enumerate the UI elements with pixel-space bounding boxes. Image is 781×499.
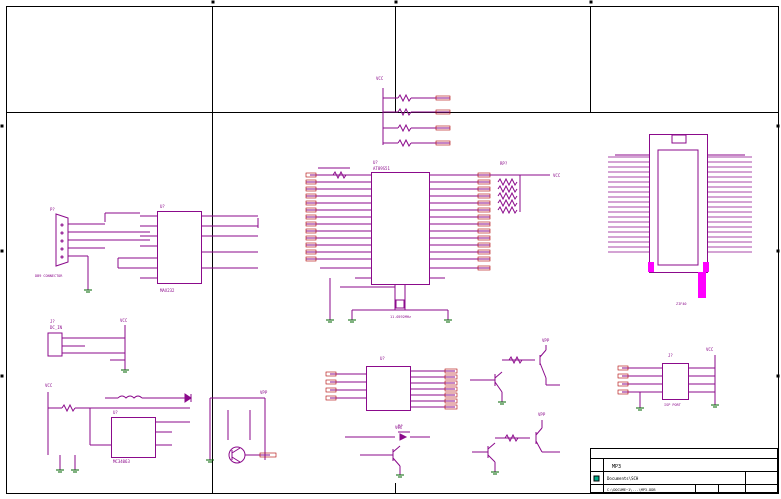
title-block	[590, 448, 778, 493]
mcu-name: AT89S51	[373, 166, 390, 171]
isp-name: ISP PORT	[664, 403, 682, 407]
dc-vcc-label: VCC	[120, 318, 128, 323]
mcu-ref: U?	[373, 160, 378, 165]
buffer-ref: U?	[380, 356, 385, 361]
led-ref: D?	[398, 424, 403, 429]
dc-jack-name: DC_IN	[50, 325, 63, 330]
mcu-left-net-labels	[305, 172, 317, 262]
resistor-pack	[490, 174, 550, 215]
transistor-q3	[472, 420, 560, 472]
rp-vcc-label: VCC	[553, 173, 561, 178]
regulator-ref: U?	[113, 410, 118, 415]
zif-left-pins	[608, 156, 650, 253]
title-block-title: MP3	[612, 464, 621, 470]
regulator-vcc-label: VCC	[45, 383, 53, 388]
regulator-name: MC34063	[113, 459, 130, 464]
title-block-path: C:\DOCUME~1\...\MP3.DDB	[607, 488, 655, 492]
isp-port	[622, 355, 716, 408]
db9-ref: P?	[50, 207, 55, 212]
regulator-transistor	[228, 446, 270, 464]
max232-ref: U?	[160, 204, 165, 209]
regulator-vpp-out	[259, 452, 277, 458]
isp-vcc-label: VCC	[706, 347, 714, 352]
buffer-chip	[330, 366, 455, 411]
db9-name: DB9 CONNECTOR	[35, 274, 63, 278]
top-vcc-label: VCC	[376, 76, 384, 81]
buffer-net-labels	[325, 368, 458, 410]
crystal-label: 11.0592MHz	[390, 315, 411, 319]
title-block-file: Documents\SCH	[607, 476, 639, 481]
zif-socket	[615, 134, 745, 273]
q-vcc-label-3: VCC	[395, 425, 403, 430]
regulator-vpp-label: VPP	[260, 390, 268, 395]
ground-symbols	[56, 289, 719, 478]
isp-net-labels	[617, 365, 629, 395]
q-vpp-label-1: VPP	[542, 338, 550, 343]
top-net-labels	[435, 95, 451, 146]
regulator-chip	[47, 392, 266, 470]
max232-chip	[104, 211, 259, 284]
mcu-right-net-labels	[477, 172, 491, 271]
q-vpp-label-2: VPP	[538, 412, 546, 417]
transistor-q1	[470, 345, 560, 402]
zif-handle	[648, 262, 709, 298]
top-resistor-group	[382, 88, 450, 148]
dc-jack	[47, 325, 126, 370]
isp-ref: J?	[668, 353, 673, 358]
db9-connector	[55, 213, 150, 290]
dc-jack-ref: J?	[50, 319, 55, 324]
max232-name: MAX232	[160, 288, 175, 293]
resistor-pack-ref: RP?	[500, 161, 508, 166]
transistor-q2	[345, 431, 430, 475]
mcu-chip	[306, 167, 490, 320]
zif-name: ZIF40	[676, 302, 687, 306]
zif-right-pins	[708, 156, 752, 253]
